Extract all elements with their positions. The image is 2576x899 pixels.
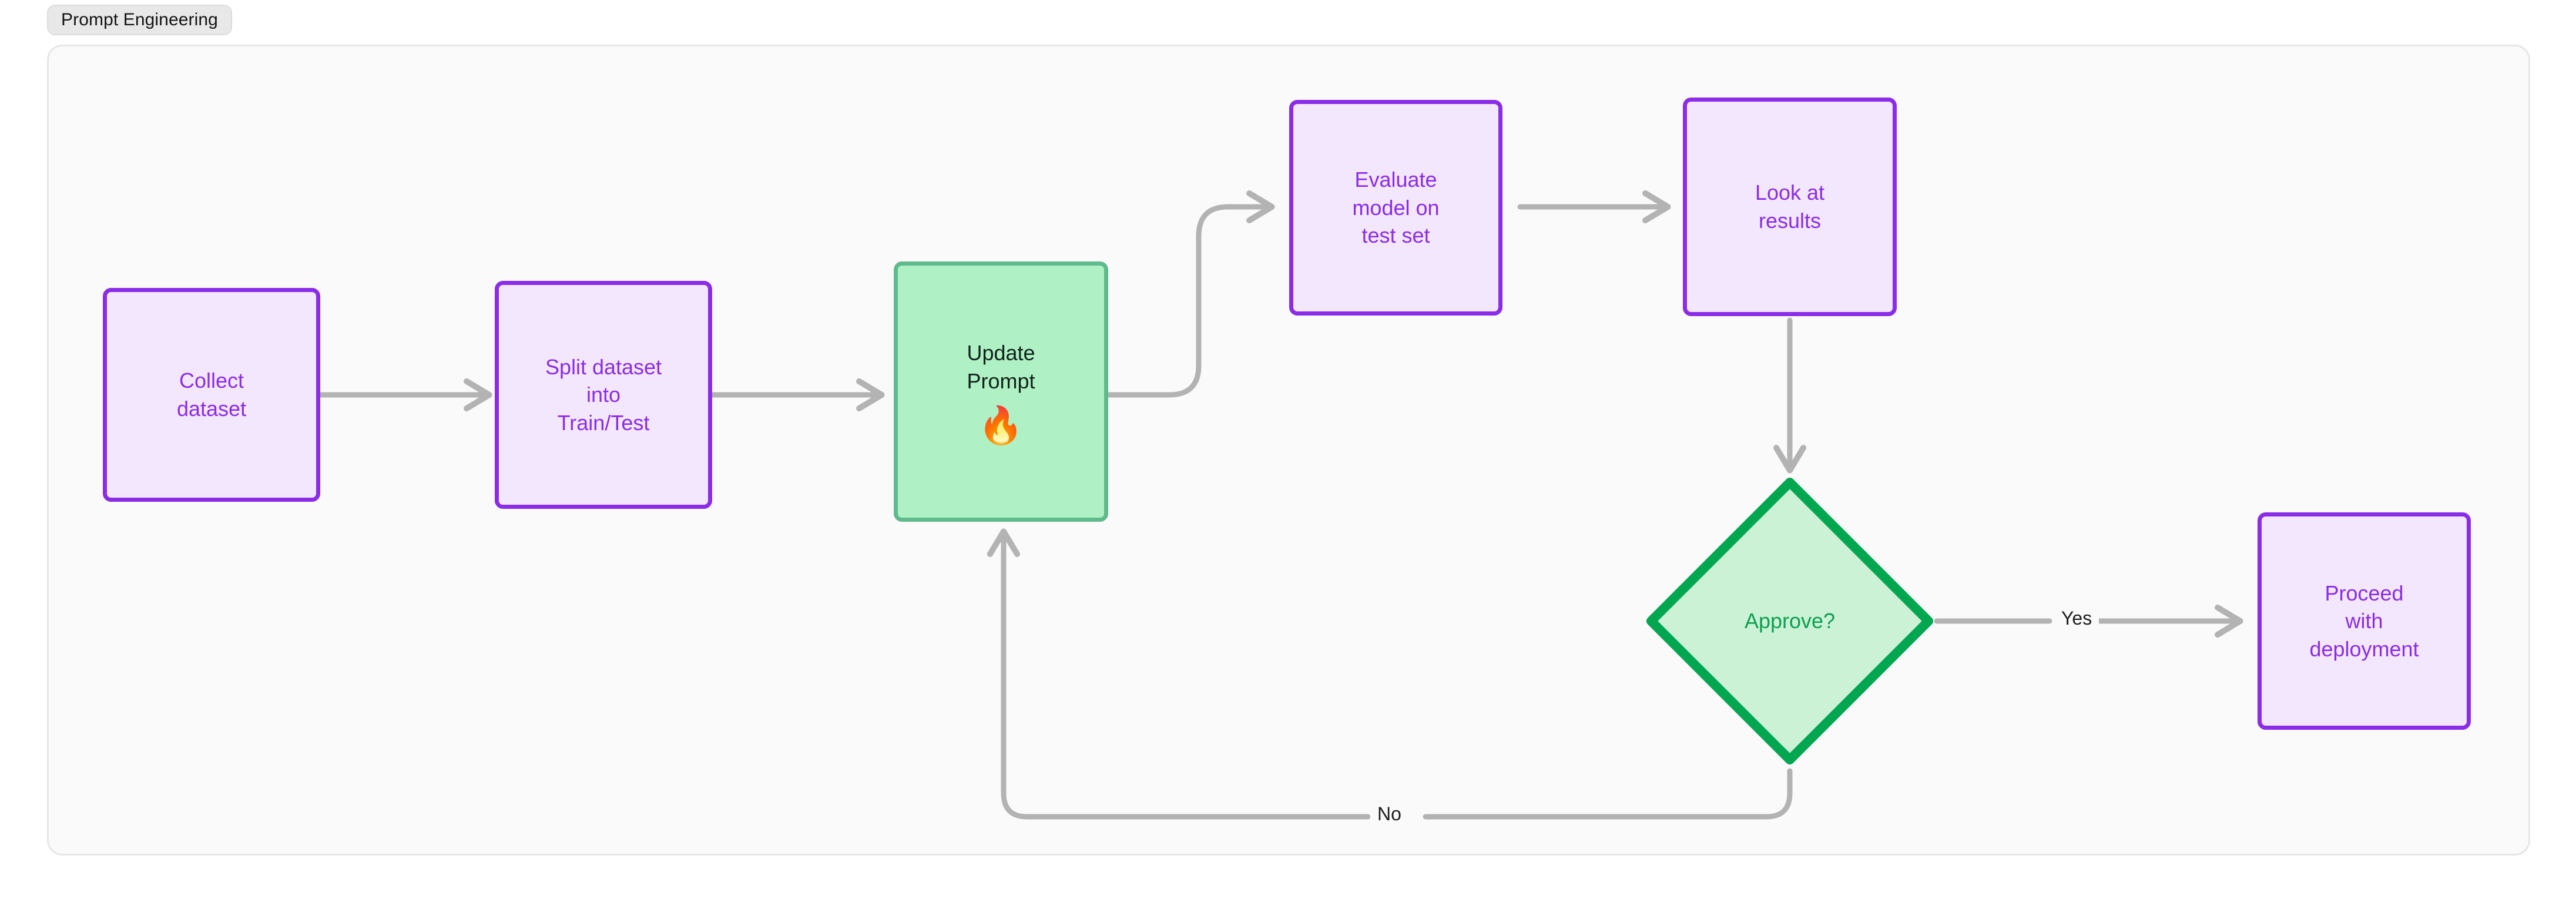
node-label: Look at results <box>1755 180 1825 233</box>
node-proceed-deployment[interactable]: Proceed with deployment <box>2258 512 2471 730</box>
fire-icon: 🔥 <box>978 405 1024 447</box>
node-label: Proceed with deployment <box>2309 581 2419 661</box>
diagram-title-badge[interactable]: Prompt Engineering <box>47 5 232 35</box>
node-approve-decision[interactable]: Approve? <box>1643 474 1937 768</box>
node-label: Split dataset into Train/Test <box>545 354 662 435</box>
node-label: Update Prompt <box>967 340 1035 393</box>
node-collect-dataset[interactable]: Collect dataset <box>103 288 320 502</box>
node-evaluate-model[interactable]: Evaluate model on test set <box>1289 100 1502 316</box>
node-label: Approve? <box>1744 609 1836 633</box>
node-label: Evaluate model on test set <box>1352 167 1440 248</box>
node-label: Collect dataset <box>176 368 247 421</box>
node-split-dataset[interactable]: Split dataset into Train/Test <box>495 281 712 509</box>
node-look-at-results[interactable]: Look at results <box>1683 98 1897 316</box>
diagram-canvas <box>47 45 2530 856</box>
edge-label-no: No <box>1370 802 1408 826</box>
node-update-prompt[interactable]: Update Prompt 🔥 <box>894 261 1108 522</box>
edge-label-yes: Yes <box>2054 606 2099 630</box>
diamond-shape <box>1646 478 1933 764</box>
